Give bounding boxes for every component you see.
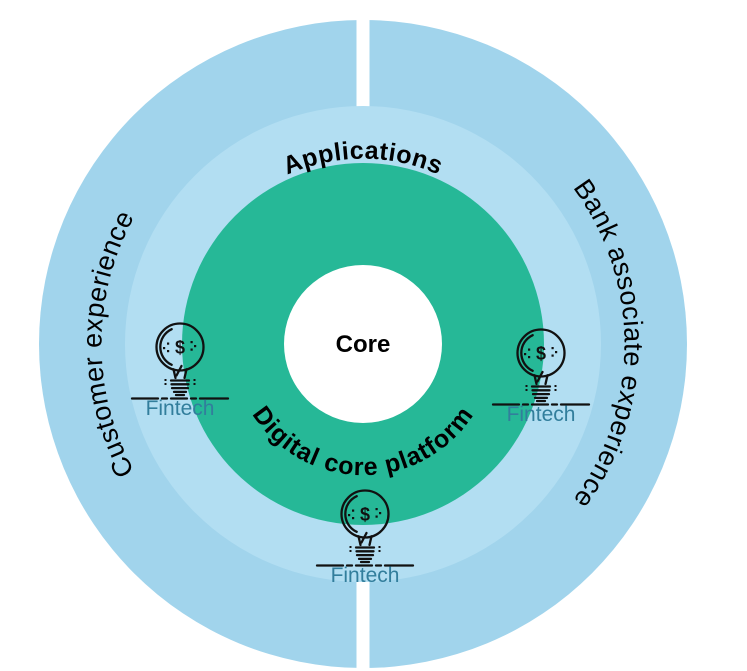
- fintech-label-left: Fintech: [146, 397, 215, 420]
- fintech-label-right: Fintech: [507, 403, 576, 426]
- core-circle: [284, 265, 442, 423]
- ring-divider-bottom: [356, 578, 370, 671]
- ring-divider-top: [356, 12, 370, 112]
- fintech-label-bottom: Fintech: [331, 564, 400, 587]
- fintech-marker-right: Fintech: [491, 328, 591, 426]
- fintech-marker-left: Fintech: [130, 322, 230, 420]
- fintech-marker-bottom: Fintech: [315, 489, 415, 587]
- core-label: Core: [336, 331, 391, 358]
